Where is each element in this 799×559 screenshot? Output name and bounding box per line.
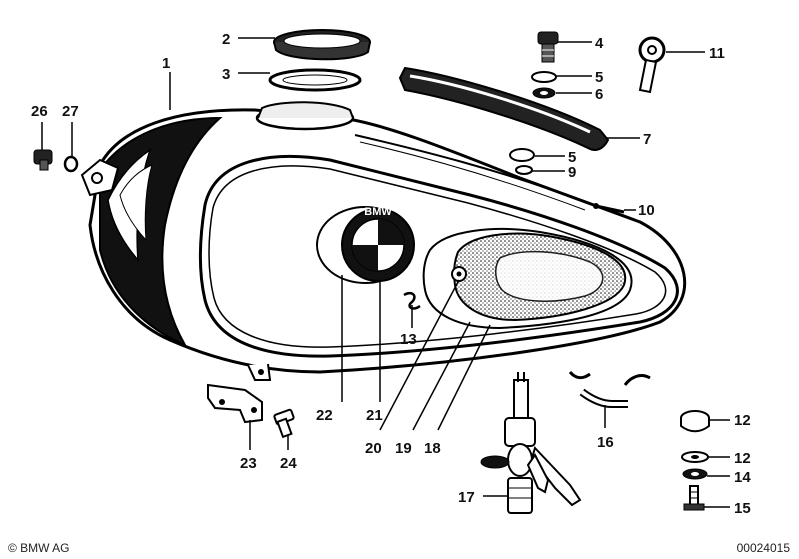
callout-5a: 5 (595, 69, 603, 86)
bracket (207, 383, 263, 424)
callout-20: 20 (365, 440, 382, 457)
callout-4: 4 (595, 35, 604, 52)
callout-5b: 5 (568, 149, 576, 166)
callout-22: 22 (316, 407, 333, 424)
callout-23: 23 (240, 455, 257, 472)
callout-3: 3 (222, 66, 230, 83)
callout-labels: 1 2 3 4 5 6 7 5 9 10 11 13 12 12 14 15 1… (31, 31, 751, 517)
callout-12a: 12 (734, 412, 751, 429)
callout-19: 19 (395, 440, 412, 457)
nut (680, 410, 710, 463)
fuel-tap (480, 372, 582, 514)
clip (403, 291, 421, 310)
callout-14: 14 (734, 469, 751, 486)
callout-1: 1 (162, 55, 170, 72)
bolt (33, 149, 295, 439)
tank-top-trim (398, 66, 610, 151)
callout-16: 16 (597, 434, 614, 451)
copyright-label: © BMW AG (8, 541, 70, 555)
screw (537, 31, 559, 63)
callout-10: 10 (638, 202, 655, 219)
filler-cap (273, 29, 371, 61)
fuel-line (579, 388, 628, 408)
cap-gasket (268, 68, 362, 92)
image-number: 00024015 (737, 541, 791, 555)
emblem-text: BMW (364, 206, 392, 218)
callout-7: 7 (643, 131, 651, 148)
fastener (451, 266, 467, 282)
callout-18: 18 (424, 440, 441, 457)
callout-24: 24 (280, 455, 297, 472)
leader-lines (41, 37, 730, 508)
stud (683, 485, 705, 511)
emblem: BMW (341, 206, 415, 282)
knee-pad (453, 232, 627, 322)
pin (593, 203, 625, 214)
callout-17: 17 (458, 489, 475, 506)
washer (682, 468, 708, 480)
callout-9: 9 (568, 164, 576, 181)
callout-13: 13 (400, 331, 417, 348)
callout-6: 6 (595, 86, 603, 103)
callout-15: 15 (734, 500, 751, 517)
callout-11: 11 (709, 45, 725, 62)
callout-27: 27 (62, 103, 79, 120)
callout-12b: 12 (734, 450, 751, 467)
callout-21: 21 (366, 407, 383, 424)
banjo-bolt (638, 36, 666, 94)
callout-2: 2 (222, 31, 230, 48)
washer (63, 71, 557, 175)
callout-26: 26 (31, 103, 48, 120)
